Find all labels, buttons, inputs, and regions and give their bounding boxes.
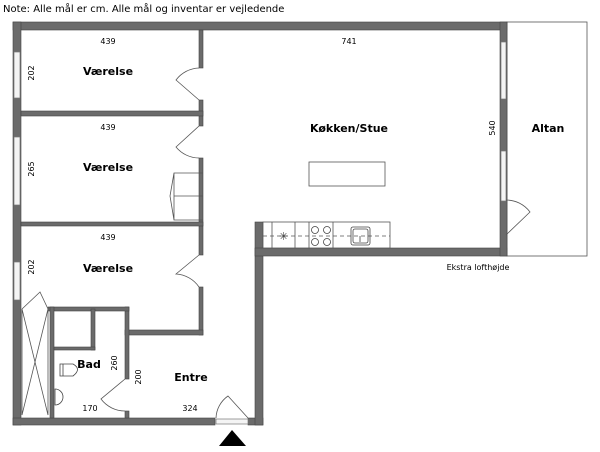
window-icon (500, 41, 507, 100)
bath-width: 170 (82, 404, 97, 413)
room2-label: Værelse (83, 161, 133, 174)
window-icon (13, 261, 21, 301)
wardrobe-icon (169, 172, 203, 221)
window-icon (500, 150, 507, 202)
room2-depth: 265 (27, 161, 36, 176)
balcony-outline (506, 21, 588, 257)
balcony-label: Altan (532, 122, 565, 135)
room3-depth: 202 (27, 259, 36, 274)
entrance-threshold (215, 418, 249, 425)
entry-width: 324 (182, 404, 197, 413)
door-swing-icon (100, 378, 126, 412)
toilet-icon (59, 363, 78, 377)
door-swing-icon (175, 67, 200, 101)
walls (12, 21, 508, 426)
door-swing-icon (175, 125, 200, 159)
ceiling-note: Ekstra lofthøjde (447, 263, 510, 272)
bath-label: Bad (77, 358, 101, 371)
doors (21, 67, 531, 419)
note-text: Note: Alle mål er cm. Alle mål og invent… (3, 2, 284, 15)
bath-depth: 260 (110, 355, 119, 370)
room3-label: Værelse (83, 262, 133, 275)
fan-icon: ✳ (279, 230, 288, 243)
window-icon (13, 51, 21, 99)
door-swing-icon (21, 291, 49, 310)
room1-width: 439 (100, 37, 115, 46)
basin-icon (54, 388, 64, 406)
room1-depth: 202 (27, 65, 36, 80)
room1-label: Værelse (83, 65, 133, 78)
kitchen-label: Køkken/Stue (310, 122, 388, 135)
window-icon (13, 136, 21, 206)
kitchen-counter: ✳ (262, 221, 391, 249)
room2-width: 439 (100, 123, 115, 132)
kitchen-width: 741 (341, 37, 356, 46)
windows (13, 41, 507, 425)
door-swing-icon (174, 254, 200, 288)
sink-icon (350, 226, 371, 246)
entrance-arrow-icon (219, 430, 246, 446)
stove-icon (311, 226, 331, 246)
kitchen-depth: 540 (488, 120, 497, 135)
entry-depth: 200 (134, 369, 143, 384)
closet-icon (21, 308, 49, 416)
kitchen-island (308, 161, 386, 187)
door-swing-icon (505, 199, 531, 236)
room3-width: 439 (100, 233, 115, 242)
door-swing-icon (215, 395, 249, 419)
entry-label: Entre (174, 371, 208, 384)
